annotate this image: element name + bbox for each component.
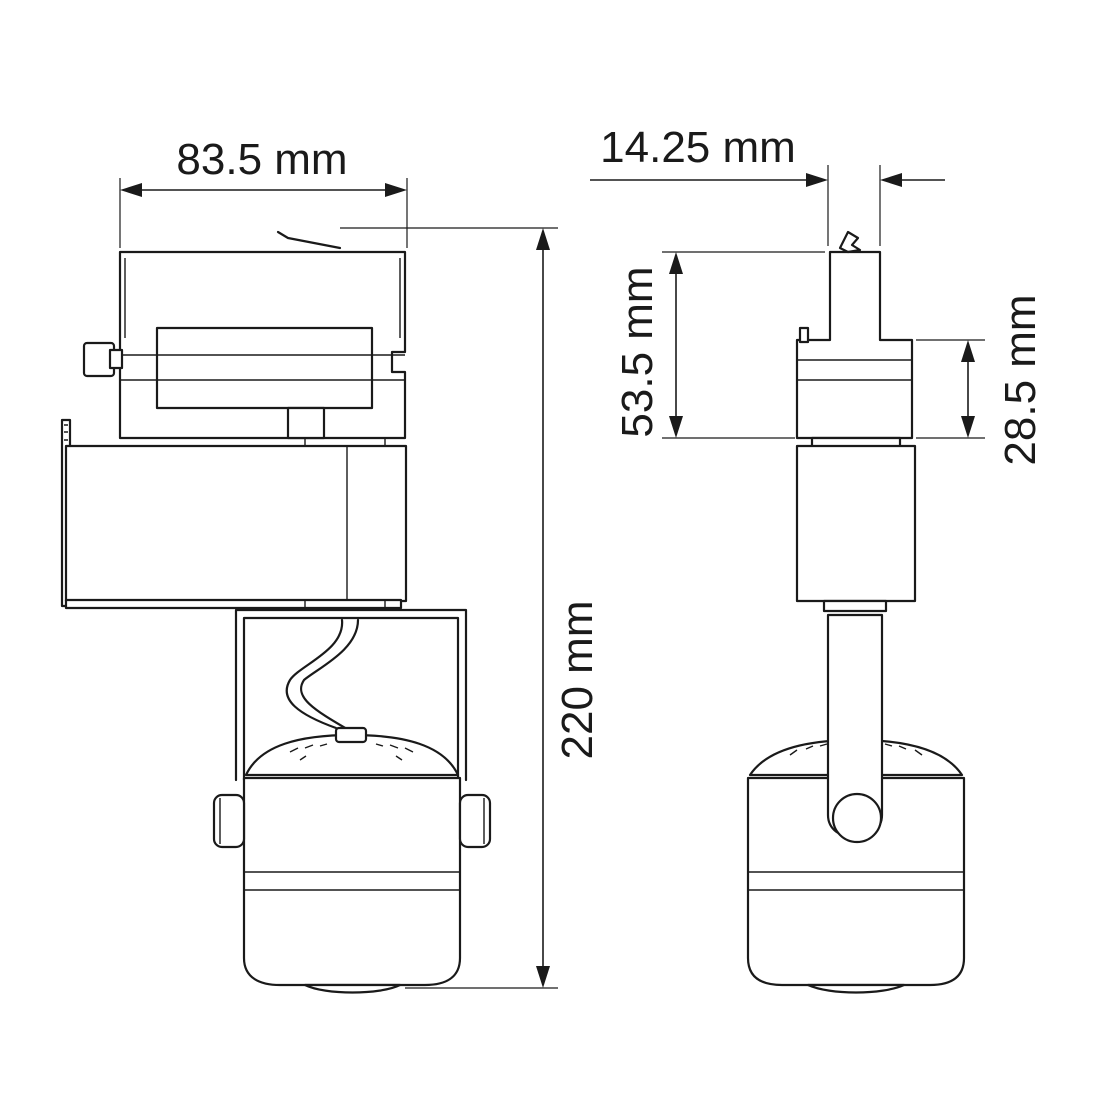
front-lamp-head [212, 726, 492, 994]
dimension-height-total: 220 mm [340, 227, 602, 989]
dimension-height-adapter: 53.5 mm [613, 251, 825, 439]
side-lamp-head [746, 613, 966, 994]
front-view [60, 230, 492, 994]
front-bracket [234, 608, 468, 782]
label-width-front: 83.5 mm [176, 135, 347, 184]
dimension-width-side: 14.25 mm [590, 123, 945, 246]
label-height-adapter: 53.5 mm [613, 266, 662, 437]
label-height-adapter-lower: 28.5 mm [996, 294, 1045, 465]
side-view [746, 230, 966, 994]
side-adapter [795, 230, 914, 450]
label-width-side: 14.25 mm [600, 123, 796, 172]
label-height-total: 220 mm [553, 601, 602, 760]
side-driver-box [795, 444, 917, 613]
front-adapter [82, 230, 407, 440]
dimension-width-front: 83.5 mm [119, 135, 408, 248]
front-driver-box [60, 418, 408, 610]
dimension-height-adapter-lower: 28.5 mm [916, 294, 1045, 466]
